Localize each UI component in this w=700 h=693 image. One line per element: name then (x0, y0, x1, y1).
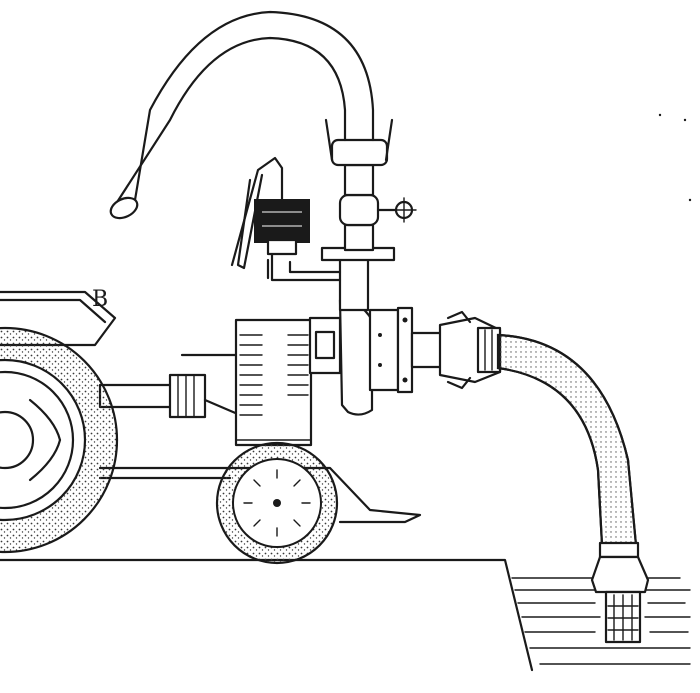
priming-pump (230, 156, 342, 282)
ground-bank (0, 558, 534, 672)
drive-shaft (168, 353, 242, 419)
tractor-rear-wheel (0, 326, 119, 554)
suction-hose (496, 333, 638, 547)
tractor-body (0, 290, 232, 480)
water-surface (511, 577, 691, 665)
trailer-wheel (215, 441, 339, 565)
pump-volute (338, 298, 414, 416)
discharge-column (320, 118, 417, 312)
discharge-hose (109, 10, 375, 220)
foot-valve-strainer (590, 541, 650, 644)
gearbox-housing (234, 316, 342, 447)
scan-marks (658, 113, 692, 202)
label-b: B (92, 287, 108, 312)
inlet-pipe (410, 310, 502, 390)
